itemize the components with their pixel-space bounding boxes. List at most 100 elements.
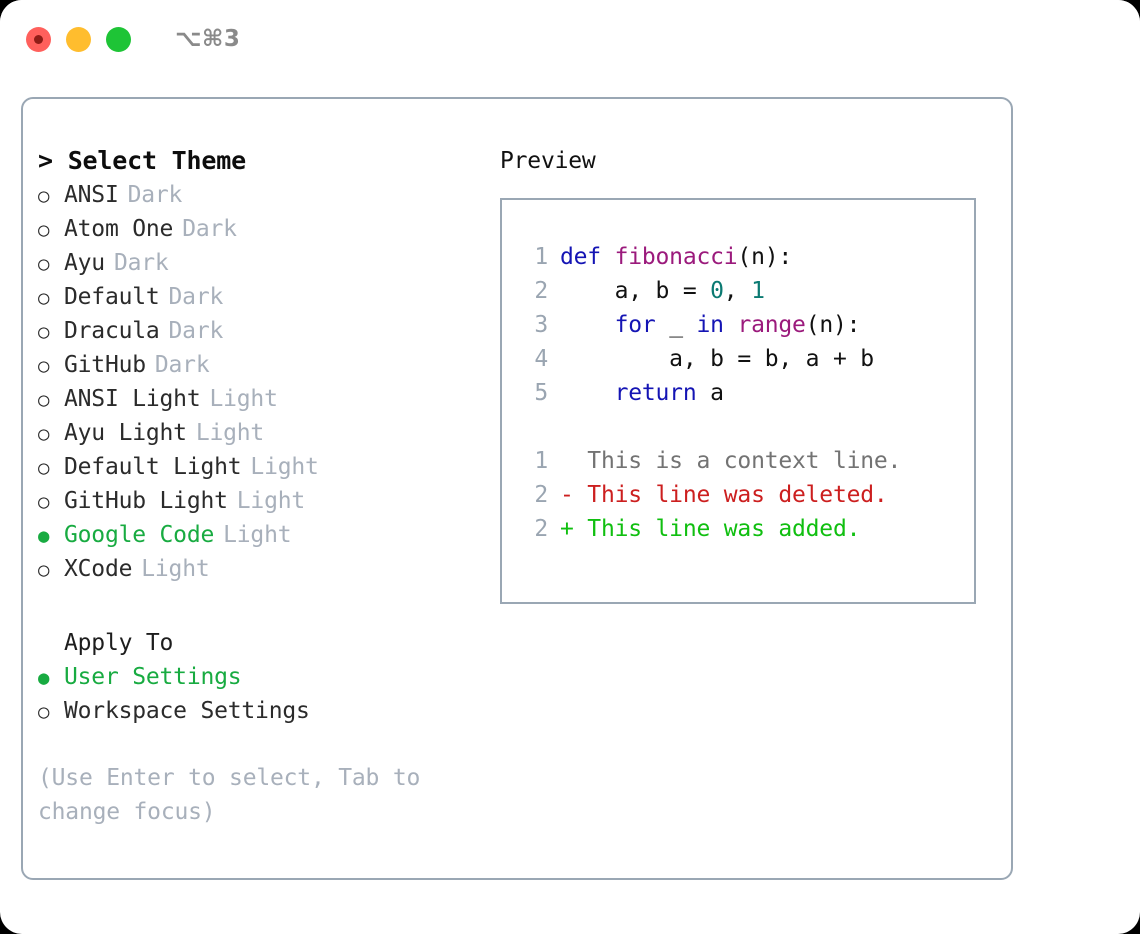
close-window-icon[interactable]	[26, 26, 51, 52]
code-token-plain: (n):	[805, 312, 861, 338]
theme-list-item[interactable]: ○ ANSI Dark	[38, 178, 478, 212]
radio-unselected-icon: ○	[38, 253, 50, 275]
code-token-plain: ,	[723, 278, 752, 304]
theme-kind-badge: Dark	[154, 352, 210, 378]
code-token-kw: return	[614, 380, 697, 406]
diff-line: 2+ This line was added.	[516, 512, 974, 546]
diff-text: This is a context line.	[573, 448, 902, 474]
radio-selected-icon: ●	[38, 667, 50, 689]
code-token-plain	[724, 312, 738, 338]
diff-text: This line was deleted.	[573, 482, 888, 508]
code-text: a, b = b, a + b	[560, 342, 874, 376]
apply-to-option[interactable]: ● User Settings	[38, 660, 478, 694]
theme-kind-badge: Dark	[168, 284, 224, 310]
theme-name: XCode	[64, 556, 133, 582]
code-token-fn: fibonacci	[614, 244, 738, 270]
code-token-kw: in	[696, 312, 724, 338]
code-token-num: 1	[751, 278, 765, 304]
code-token-plain: a, b = b, a + b	[560, 346, 874, 372]
radio-unselected-icon: ○	[38, 355, 50, 377]
radio-unselected-icon: ○	[38, 423, 50, 445]
radio-unselected-icon: ○	[38, 219, 50, 241]
radio-unselected-icon: ○	[38, 559, 50, 581]
line-number: 2	[534, 482, 548, 508]
code-token-plain: _	[655, 312, 697, 338]
keyboard-shortcut-hint: ⌥⌘3	[175, 26, 241, 52]
line-number: 2	[534, 278, 548, 304]
code-line: 5 return a	[516, 376, 974, 410]
theme-kind-badge: Dark	[182, 216, 237, 242]
code-token-plain: a, b =	[560, 278, 711, 304]
keyboard-help-text: (Use Enter to select, Tab to change focu…	[38, 765, 421, 825]
radio-unselected-icon: ○	[38, 389, 50, 411]
diff-marker: -	[560, 482, 574, 508]
theme-kind-badge: Dark	[127, 182, 183, 208]
zoom-window-icon[interactable]	[106, 26, 131, 52]
radio-unselected-icon: ○	[38, 287, 50, 309]
diff-marker: +	[560, 516, 574, 542]
code-token-num: 0	[710, 278, 724, 304]
theme-list-item[interactable]: ● Google Code Light	[38, 518, 478, 552]
line-number: 4	[534, 346, 548, 372]
theme-name: Default	[64, 284, 160, 310]
code-text: a, b = 0, 1	[560, 274, 765, 308]
theme-list-item[interactable]: ○ ANSI Light Light	[38, 382, 478, 416]
theme-kind-badge: Light	[209, 386, 278, 412]
code-token-plain	[560, 380, 615, 406]
code-token-fn: range	[737, 312, 806, 338]
line-number: 3	[534, 312, 548, 338]
code-token-kw: def	[560, 244, 615, 270]
theme-name: Google Code	[64, 522, 215, 548]
code-token-kw: for	[614, 312, 656, 338]
theme-kind-badge: Light	[236, 488, 306, 514]
traffic-light-group	[26, 26, 131, 52]
line-number: 1	[534, 448, 548, 474]
theme-list-item[interactable]: ○ Default Dark	[38, 280, 478, 314]
theme-kind-badge: Light	[250, 454, 319, 480]
diff-marker	[560, 444, 574, 478]
theme-picker-title: > Select Theme	[38, 146, 246, 175]
theme-list-item[interactable]: ○ XCode Light	[38, 552, 478, 586]
theme-name: GitHub Light	[64, 488, 228, 514]
theme-name: ANSI	[64, 182, 119, 208]
theme-name: Ayu Light	[64, 420, 187, 446]
radio-unselected-icon: ○	[38, 321, 50, 343]
line-number: 5	[534, 380, 548, 406]
theme-name: Dracula	[64, 318, 160, 344]
spacer-line	[516, 410, 974, 444]
line-number: 2	[534, 516, 548, 542]
preview-title: Preview	[500, 148, 596, 174]
radio-unselected-icon: ○	[38, 701, 50, 723]
radio-unselected-icon: ○	[38, 185, 50, 207]
apply-to-option[interactable]: ○Workspace Settings	[38, 694, 478, 728]
radio-selected-icon: ●	[38, 525, 50, 547]
theme-name: Ayu	[64, 250, 105, 276]
code-line: 3 for _ in range(n):	[516, 308, 974, 342]
theme-kind-badge: Light	[223, 522, 292, 548]
theme-name: ANSI Light	[64, 386, 201, 412]
theme-kind-badge: Light	[141, 556, 210, 582]
code-text: def fibonacci(n):	[560, 240, 792, 274]
code-token-plain: (n):	[737, 244, 793, 270]
apply-to-label: User Settings	[64, 664, 242, 690]
code-line: 2 a, b = 0, 1	[516, 274, 974, 308]
radio-unselected-icon: ○	[38, 457, 50, 479]
apply-to-options: ● User Settings ○Workspace Settings	[38, 660, 478, 728]
minimize-window-icon[interactable]	[66, 26, 91, 52]
code-text: return a	[560, 376, 724, 410]
